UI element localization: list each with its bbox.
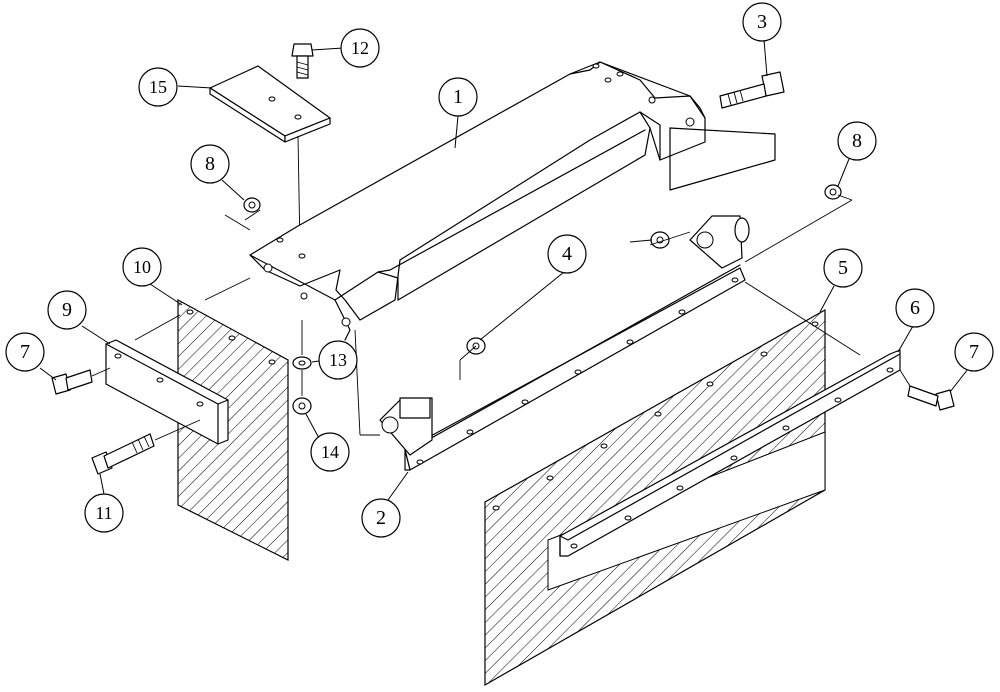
strap-part-9 <box>105 339 229 445</box>
balloon-label: 3 <box>757 11 767 33</box>
balloon-part-4-a: 4 <box>547 234 587 274</box>
balloon-label: 9 <box>62 299 72 321</box>
balloon-part-8-a: 8 <box>190 144 230 184</box>
balloon-part-13: 13 <box>318 340 358 380</box>
balloon-label: 8 <box>852 130 862 152</box>
balloon-label: 13 <box>329 350 347 370</box>
balloon-label: 1 <box>453 86 463 108</box>
balloon-part-7-b: 7 <box>954 332 994 372</box>
balloon-label: 12 <box>351 38 369 58</box>
balloon-label: 4 <box>562 243 572 265</box>
bolt-part-12 <box>291 43 314 79</box>
balloon-label: 7 <box>969 341 979 363</box>
balloon-part-11: 11 <box>84 493 124 533</box>
balloon-label: 10 <box>133 257 151 277</box>
plate-part-15 <box>209 65 331 251</box>
balloon-label: 6 <box>910 297 920 319</box>
bolt-part-3 <box>719 71 785 109</box>
balloon-part-6: 6 <box>895 288 935 328</box>
balloon-part-3: 3 <box>742 2 782 42</box>
balloon-label: 14 <box>321 442 339 462</box>
nut-part-14 <box>292 397 312 415</box>
bolt-part-7-left <box>51 369 93 395</box>
bolt-part-11 <box>91 433 155 475</box>
balloon-part-2: 2 <box>361 498 401 538</box>
balloon-part-5: 5 <box>823 248 863 288</box>
balloon-part-8-b: 8 <box>837 121 877 161</box>
assembly-center-lines <box>91 194 911 441</box>
nut-part-8-left <box>243 197 261 213</box>
balloon-label: 8 <box>205 153 215 175</box>
balloon-label: 15 <box>149 77 167 97</box>
flap-part-10 <box>177 298 289 561</box>
balloon-label: 2 <box>376 507 386 529</box>
balloon-label: 11 <box>95 503 112 523</box>
balloon-label: 7 <box>20 341 30 363</box>
balloon-part-15: 15 <box>138 67 178 107</box>
balloon-part-1: 1 <box>438 77 478 117</box>
balloon-part-12: 12 <box>340 28 380 68</box>
balloon-part-14: 14 <box>310 432 350 472</box>
balloon-part-10: 10 <box>122 247 162 287</box>
hinge-bar-part-2 <box>379 215 750 471</box>
balloon-part-7-a: 7 <box>5 332 45 372</box>
nut-part-8-right <box>824 184 842 200</box>
washer-part-13 <box>292 356 312 370</box>
balloon-part-9: 9 <box>47 290 87 330</box>
balloon-label: 5 <box>838 257 848 279</box>
frame-part-1 <box>249 61 776 341</box>
bolt-part-7-right <box>907 385 955 411</box>
